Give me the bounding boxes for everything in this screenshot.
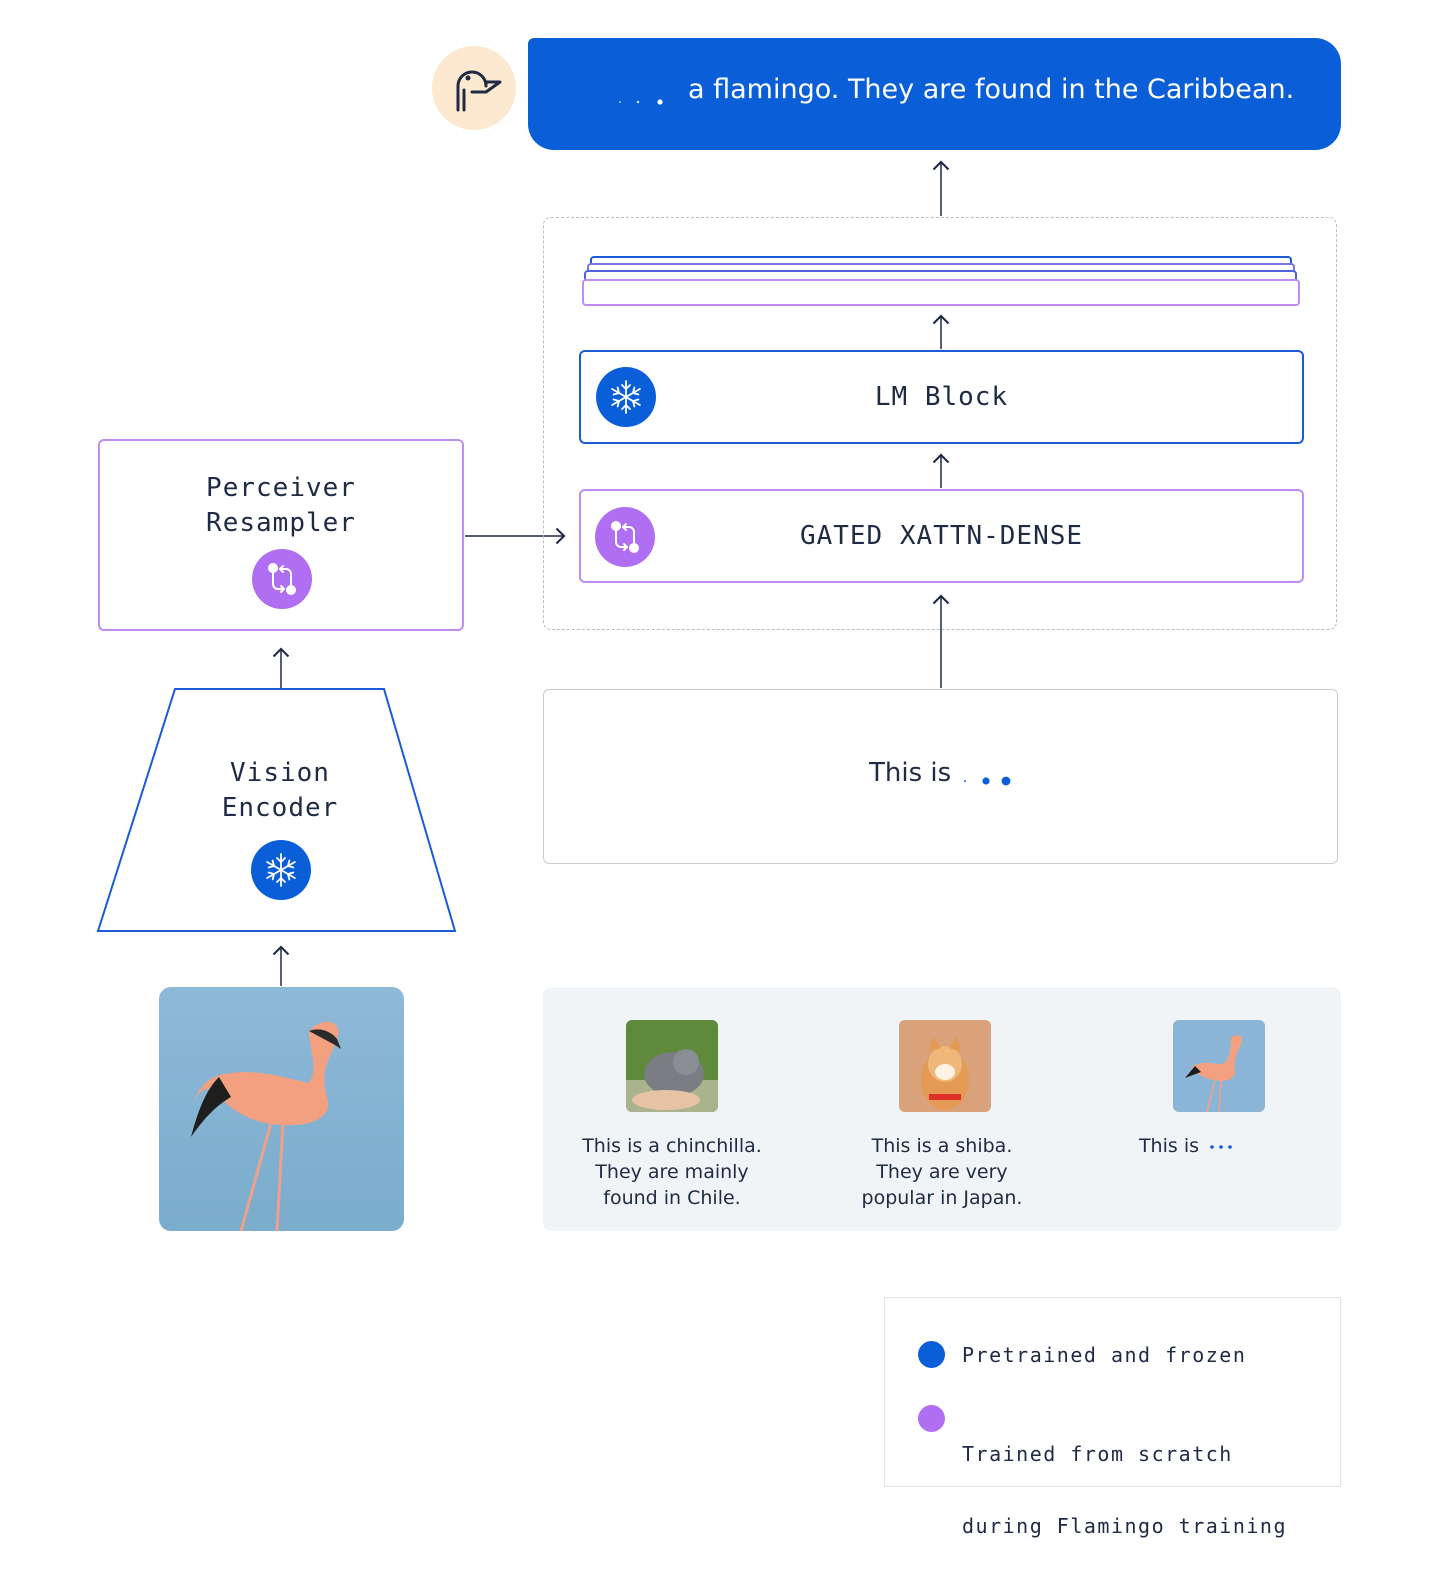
lm-block-label: LM Block xyxy=(874,382,1009,412)
flamingo-image xyxy=(159,987,404,1231)
caption-line: They are mainly xyxy=(595,1161,749,1183)
perceiver-label: Perceiver Resampler xyxy=(100,471,462,541)
ellipsis-dots xyxy=(619,99,663,105)
stack-layer xyxy=(582,279,1300,306)
example-caption: This is xyxy=(1087,1133,1287,1159)
legend: Pretrained and frozen Trained from scrat… xyxy=(884,1297,1341,1538)
vision-encoder-shape xyxy=(96,688,457,932)
legend-dot-frozen xyxy=(918,1341,945,1368)
few-shot-examples-panel: This is a chinchilla. They are mainly fo… xyxy=(543,987,1341,1231)
flamingo-logo-icon xyxy=(432,46,516,130)
git-compare-icon xyxy=(595,507,655,567)
legend-label-frozen: Pretrained and frozen xyxy=(962,1343,1247,1367)
caption-line: This is a shiba. xyxy=(871,1135,1013,1157)
perceiver-resampler-block: Perceiver Resampler xyxy=(98,439,464,631)
example-caption: This is a chinchilla. They are mainly fo… xyxy=(542,1133,802,1211)
legend-label-trained-line2: during Flamingo training xyxy=(962,1514,1287,1538)
legend-label-trained: Trained from scratch during Flamingo tra… xyxy=(962,1394,1287,1586)
lm-block: LM Block xyxy=(579,350,1304,444)
gated-xattn-dense-block: GATED XATTN-DENSE xyxy=(579,489,1304,583)
perceiver-label-line2: Resampler xyxy=(206,508,356,538)
shiba-thumbnail xyxy=(899,1020,991,1112)
legend-dot-trained xyxy=(918,1405,945,1432)
caption-line: They are very xyxy=(876,1161,1008,1183)
vision-encoder-label: Vision Encoder xyxy=(180,756,380,826)
git-compare-icon xyxy=(252,549,312,609)
language-model-container xyxy=(543,217,1337,630)
snowflake-icon xyxy=(251,840,311,900)
ellipsis-dots xyxy=(964,776,1011,786)
snowflake-icon xyxy=(596,367,656,427)
text-input-label: This is xyxy=(869,758,952,788)
caption-line: found in Chile. xyxy=(603,1187,741,1209)
legend-label-trained-line1: Trained from scratch xyxy=(962,1442,1233,1466)
chinchilla-thumbnail xyxy=(626,1020,718,1112)
example-caption: This is a shiba. They are very popular i… xyxy=(812,1133,1072,1211)
perceiver-label-line1: Perceiver xyxy=(206,473,356,503)
vision-label-line1: Vision xyxy=(230,758,330,788)
ellipsis-dots xyxy=(1210,1144,1232,1149)
flamingo-thumbnail xyxy=(1173,1020,1265,1112)
text-input-block: This is xyxy=(543,689,1338,864)
vision-label-line2: Encoder xyxy=(221,793,339,823)
output-bubble: a flamingo. They are found in the Caribb… xyxy=(528,38,1341,150)
output-text: a flamingo. They are found in the Caribb… xyxy=(688,74,1295,105)
caption-line: This is xyxy=(1138,1135,1199,1157)
xattn-block-label: GATED XATTN-DENSE xyxy=(799,521,1084,551)
caption-line: popular in Japan. xyxy=(861,1187,1023,1209)
caption-line: This is a chinchilla. xyxy=(582,1135,762,1157)
